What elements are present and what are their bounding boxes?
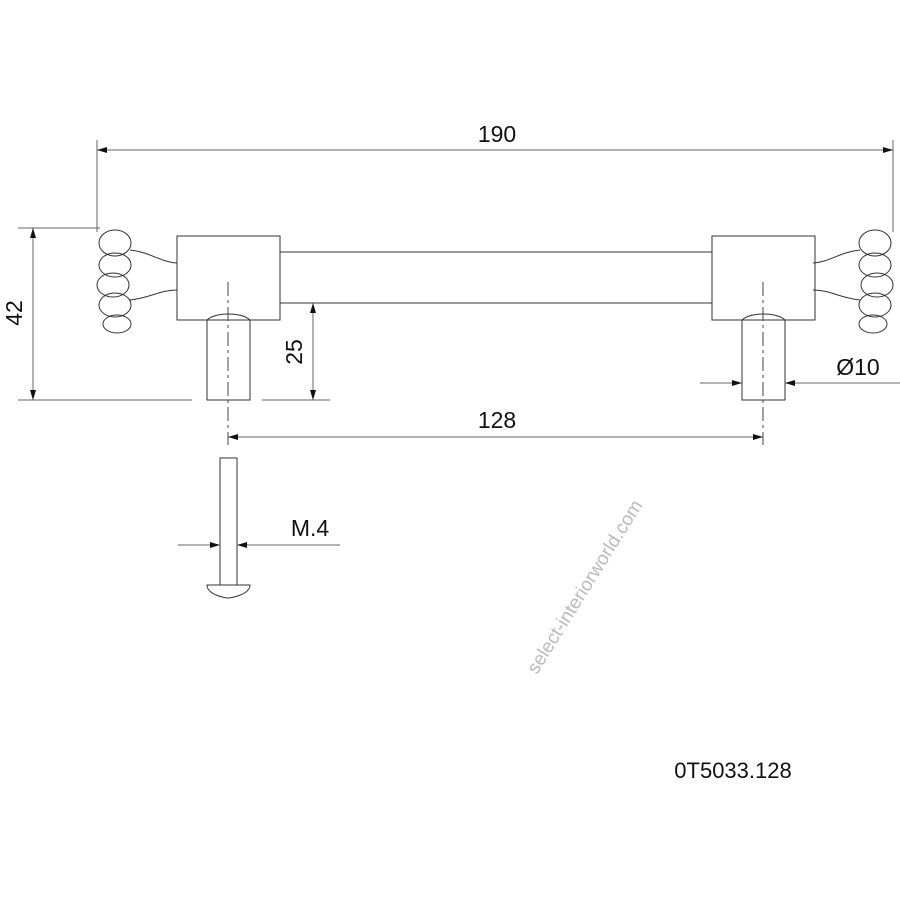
- height-label: 42: [1, 300, 27, 326]
- watermark: select-interiorworld.com: [523, 496, 647, 677]
- right-end-cap: [812, 229, 894, 334]
- dimension-overall-length: 190: [96, 121, 894, 232]
- left-end-cap: [96, 229, 178, 334]
- dimension-post-height: 25: [262, 303, 330, 401]
- screw: M.4: [178, 457, 340, 599]
- handle-outline: [96, 229, 894, 445]
- post-diameter-label: Ø10: [836, 354, 879, 380]
- left-post: [206, 313, 251, 401]
- post-height-label: 25: [281, 339, 307, 365]
- right-post: [741, 313, 786, 401]
- dimension-height: 42: [1, 227, 192, 401]
- hole-spacing-label: 128: [478, 407, 516, 433]
- screw-thread-label: M.4: [291, 515, 330, 541]
- dimension-post-diameter: Ø10: [700, 354, 900, 386]
- overall-length-label: 190: [478, 121, 516, 147]
- dimension-hole-spacing: 128: [228, 407, 763, 440]
- part-number: 0T5033.128: [674, 758, 791, 783]
